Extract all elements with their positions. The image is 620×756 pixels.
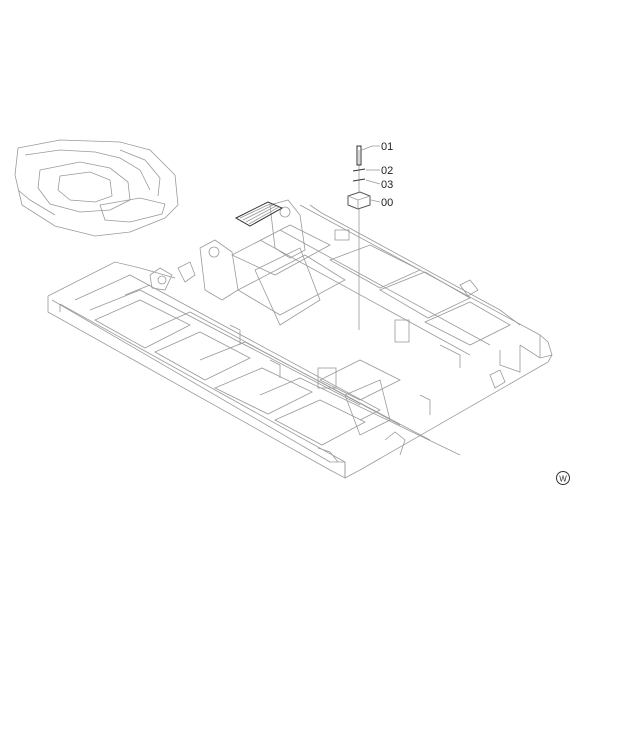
bracket-part-00: [347, 191, 371, 210]
leader-03: [365, 179, 381, 185]
circled-w-mark: W: [556, 471, 570, 485]
leader-01: [361, 145, 380, 151]
bolt-part-01: [356, 145, 362, 166]
part-stack: [347, 145, 371, 330]
washer-part-02: [352, 168, 366, 172]
washer-part-03: [352, 178, 366, 182]
callout-03: 03: [381, 179, 393, 191]
main-frame: [47, 199, 553, 479]
callouts: 01 02 03 00: [361, 141, 393, 209]
callout-00: 00: [381, 197, 393, 209]
reference-view-upper-structure: [14, 139, 179, 237]
circled-w-label: W: [559, 475, 567, 484]
callout-02: 02: [381, 165, 393, 177]
leader-00: [370, 199, 381, 203]
callout-01: 01: [381, 141, 393, 153]
